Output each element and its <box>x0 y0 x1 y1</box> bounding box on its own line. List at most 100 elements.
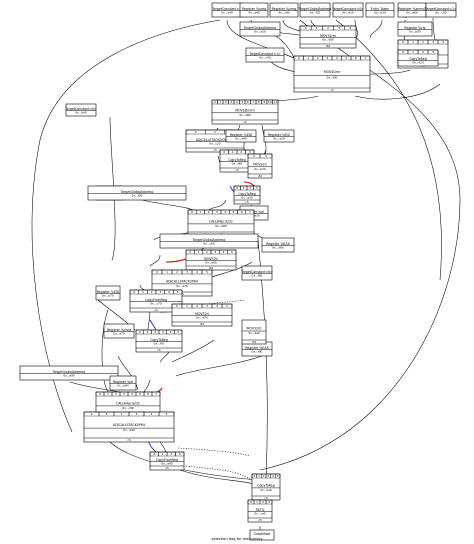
chain-edge <box>243 181 255 187</box>
port-index: 4 <box>350 26 352 30</box>
port-index: 2 <box>327 26 329 30</box>
port-index: 2 <box>154 330 156 334</box>
result-type: ch <box>258 518 262 522</box>
node-opcode: ADJCALLSTACKUP64 <box>113 423 145 427</box>
port-index: 3 <box>216 210 218 214</box>
node-opcode: TargetGlobalAddress <box>52 370 86 374</box>
port-index: 0 <box>99 392 101 396</box>
node-box <box>249 529 275 541</box>
port-index: 5 <box>241 100 243 104</box>
node-id: 0x...c60 <box>203 242 214 246</box>
port-index: 0 <box>156 270 158 274</box>
port-index: 5 <box>166 412 168 416</box>
node-id: 0x...b20 <box>254 167 266 171</box>
port-index: 4 <box>216 304 218 308</box>
node-id: 0x...c00 <box>435 11 446 15</box>
node-opcode: Register %xmm0 <box>398 7 425 11</box>
edge <box>149 254 161 267</box>
port-index: 2 <box>225 100 227 104</box>
node-opcode: CopyToReg <box>409 57 427 61</box>
input-port <box>221 303 233 309</box>
port-index: 5 <box>232 210 234 214</box>
port-index: 2 <box>176 270 178 274</box>
node-id: 0x...f60 <box>252 274 263 278</box>
port-index: 2 <box>262 500 264 504</box>
port-index: 0 <box>402 50 404 54</box>
node-id: 0x...e90 <box>161 462 173 466</box>
input-port <box>175 451 185 457</box>
node-id: 0x...a90 <box>63 374 75 378</box>
node-id: 0x...aa0 <box>248 331 260 335</box>
result-type: ch <box>235 168 239 172</box>
node-id: 0x...f70 <box>154 342 165 346</box>
port-index: 2 <box>151 290 153 294</box>
node-box <box>251 473 281 501</box>
node-opcode: CopyToReg <box>228 158 246 162</box>
port-index: 2 <box>249 186 251 190</box>
node-box <box>241 265 273 281</box>
node-id: 0x...a20 <box>273 137 285 141</box>
node-box <box>159 233 259 249</box>
node-id: 0x...b30 <box>374 11 386 15</box>
glue-edge <box>149 319 157 331</box>
node-box <box>425 2 457 18</box>
node-opcode: TargetGlobalAddress <box>243 26 277 30</box>
result-type: i32 <box>200 322 205 326</box>
node-id: 0x...e10 <box>342 11 354 15</box>
edge <box>143 379 151 393</box>
input-port <box>272 99 279 105</box>
node-box <box>225 129 257 143</box>
node-box <box>365 2 395 18</box>
node-opcode: CopyToReg <box>150 338 168 342</box>
port-index: 0 <box>153 452 155 456</box>
port-index: 0 <box>133 290 135 294</box>
port-index: 3 <box>123 392 125 396</box>
input-port <box>245 209 255 215</box>
port-index: 3 <box>230 100 232 104</box>
node-opcode: MOV32rm <box>320 34 336 38</box>
port-index: 2 <box>170 452 172 456</box>
port-index: 1 <box>142 290 144 294</box>
result-type: ch <box>154 308 158 312</box>
input-port <box>227 249 237 255</box>
node-box <box>269 2 299 18</box>
node-opcode: TargetConstant<0> <box>240 270 273 274</box>
node-opcode: MOV32ri <box>195 312 209 316</box>
input-port <box>173 289 183 295</box>
node-opcode: CopyFromReg <box>145 298 167 302</box>
node-box <box>261 237 295 253</box>
port-index: 7 <box>249 210 251 214</box>
node-id: 0x...ca0 <box>254 512 265 516</box>
node-opcode: Register %EAX <box>245 346 269 350</box>
port-index: 4 <box>224 210 226 214</box>
input-port <box>275 473 281 479</box>
result-type: ch <box>243 120 247 124</box>
node-opcode: TargetConstant<0> <box>64 107 97 111</box>
port-index: 7 <box>155 392 157 396</box>
port-index: 6 <box>147 392 149 396</box>
port-index: 6 <box>241 210 243 214</box>
input-port <box>151 391 161 397</box>
input-port <box>259 153 273 159</box>
node-box <box>239 21 281 37</box>
port-index: 0 <box>91 412 93 416</box>
node-id: 0x...c80 <box>278 11 289 15</box>
port-index: 8 <box>258 100 260 104</box>
node-opcode: Entry Token <box>371 7 390 11</box>
graph-caption: selection dag for main:entry <box>212 537 264 541</box>
port-index: 0 <box>189 250 191 254</box>
input-port <box>158 411 175 417</box>
node-opcode: CALL64pcrel32 <box>209 220 233 224</box>
